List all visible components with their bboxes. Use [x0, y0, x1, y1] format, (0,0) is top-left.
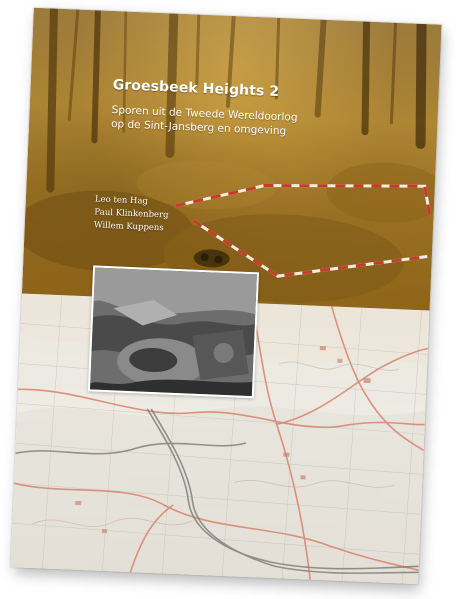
map-contours — [32, 361, 400, 527]
inset-photo-frame — [87, 265, 260, 399]
author-list: Leo ten Hag Paul Klinkenberg Willem Kupp… — [94, 193, 170, 235]
map-roads — [13, 302, 429, 580]
marking-tape — [175, 184, 432, 278]
map-river — [15, 408, 419, 574]
inset-photo-scene — [89, 267, 257, 397]
map-grid-lines — [12, 295, 428, 584]
inset-photo — [89, 267, 257, 397]
excavated-object — [193, 249, 230, 268]
forest-scene — [21, 7, 442, 317]
map-settlements — [75, 345, 371, 534]
cover-forest-photo: Groesbeek Heights 2 Sporen uit de Tweede… — [21, 7, 442, 317]
tree-trunks — [46, 7, 427, 193]
book-cover: Groesbeek Heights 2 Sporen uit de Tweede… — [10, 7, 442, 585]
